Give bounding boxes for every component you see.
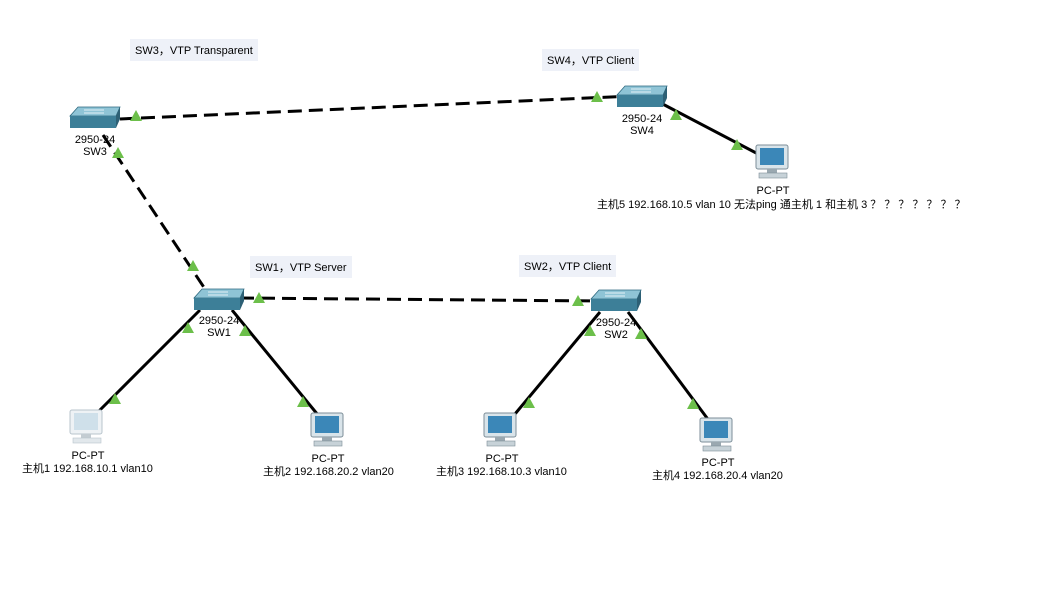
switch-sw4-label: 2950-24 SW4 bbox=[622, 113, 662, 137]
note-sw2[interactable]: SW2，VTP Client bbox=[519, 255, 617, 277]
pc3-type: PC-PT bbox=[485, 453, 519, 465]
link-sw1-pc1[interactable] bbox=[93, 308, 202, 417]
link-up-icon bbox=[584, 325, 596, 336]
link-sw2-pc4[interactable] bbox=[626, 311, 712, 423]
switch-model: 2950-24 bbox=[198, 315, 240, 327]
pc4-type: PC-PT bbox=[701, 457, 735, 469]
link-up-icon bbox=[239, 325, 251, 336]
switch-name: SW3 bbox=[83, 146, 107, 158]
link-sw3-sw1[interactable] bbox=[101, 134, 209, 293]
link-sw3-sw4[interactable] bbox=[119, 94, 633, 121]
link-up-icon bbox=[687, 398, 699, 409]
switch-model: 2950-24 bbox=[595, 317, 637, 329]
switch-name: SW4 bbox=[630, 125, 654, 137]
link-sw1-sw2[interactable] bbox=[239, 296, 601, 303]
link-up-icon bbox=[591, 91, 603, 102]
switch-name: SW2 bbox=[604, 329, 628, 341]
switch-sw4-icon[interactable] bbox=[616, 85, 668, 107]
switch-sw1-icon[interactable] bbox=[193, 288, 245, 310]
link-up-icon bbox=[130, 110, 142, 121]
pc-pc2-icon[interactable] bbox=[310, 412, 344, 447]
note-sw3[interactable]: SW3，VTP Transparent bbox=[130, 39, 258, 61]
link-up-icon bbox=[253, 292, 265, 303]
link-up-icon bbox=[572, 295, 584, 306]
switch-sw2-label: 2950-24 SW2 bbox=[596, 317, 636, 341]
link-up-icon bbox=[523, 397, 535, 408]
link-sw4-pc5[interactable] bbox=[654, 98, 761, 157]
pc5-label: 主机5 192.168.10.5 vlan 10 无法ping 通主机 1 和主… bbox=[597, 199, 966, 211]
switch-sw1-label: 2950-24 SW1 bbox=[199, 315, 239, 339]
link-status-indicators bbox=[109, 91, 743, 409]
pc5-type: PC-PT bbox=[756, 185, 790, 197]
pc2-label: 主机2 192.168.20.2 vlan20 bbox=[263, 466, 394, 478]
pc-pc3-icon[interactable] bbox=[483, 412, 517, 447]
pc-pc1-icon[interactable] bbox=[69, 409, 103, 444]
pc1-type: PC-PT bbox=[71, 450, 105, 462]
pc-pc5-icon[interactable] bbox=[755, 144, 789, 179]
switch-model: 2950-24 bbox=[74, 134, 116, 146]
switch-sw3-label: 2950-24 SW3 bbox=[75, 134, 115, 158]
switch-name: SW1 bbox=[207, 327, 231, 339]
link-up-icon bbox=[182, 322, 194, 333]
note-sw4[interactable]: SW4，VTP Client bbox=[542, 49, 640, 71]
pc2-type: PC-PT bbox=[311, 453, 345, 465]
switch-sw3-icon[interactable] bbox=[69, 106, 121, 128]
link-up-icon bbox=[109, 393, 121, 404]
link-up-icon bbox=[187, 260, 199, 271]
pc1-label: 主机1 192.168.10.1 vlan10 bbox=[22, 463, 153, 475]
note-sw1[interactable]: SW1，VTP Server bbox=[250, 256, 352, 278]
switch-model: 2950-24 bbox=[621, 113, 663, 125]
switch-sw2-icon[interactable] bbox=[590, 289, 642, 311]
pc3-label: 主机3 192.168.10.3 vlan10 bbox=[436, 466, 567, 478]
pc4-label: 主机4 192.168.20.4 vlan20 bbox=[652, 470, 783, 482]
link-up-icon bbox=[297, 396, 309, 407]
link-up-icon bbox=[112, 147, 124, 158]
link-up-icon bbox=[670, 109, 682, 120]
link-sw2-pc3[interactable] bbox=[508, 311, 602, 421]
link-up-icon bbox=[731, 139, 743, 150]
pc-pc4-icon[interactable] bbox=[699, 417, 733, 452]
link-up-icon bbox=[635, 328, 647, 339]
